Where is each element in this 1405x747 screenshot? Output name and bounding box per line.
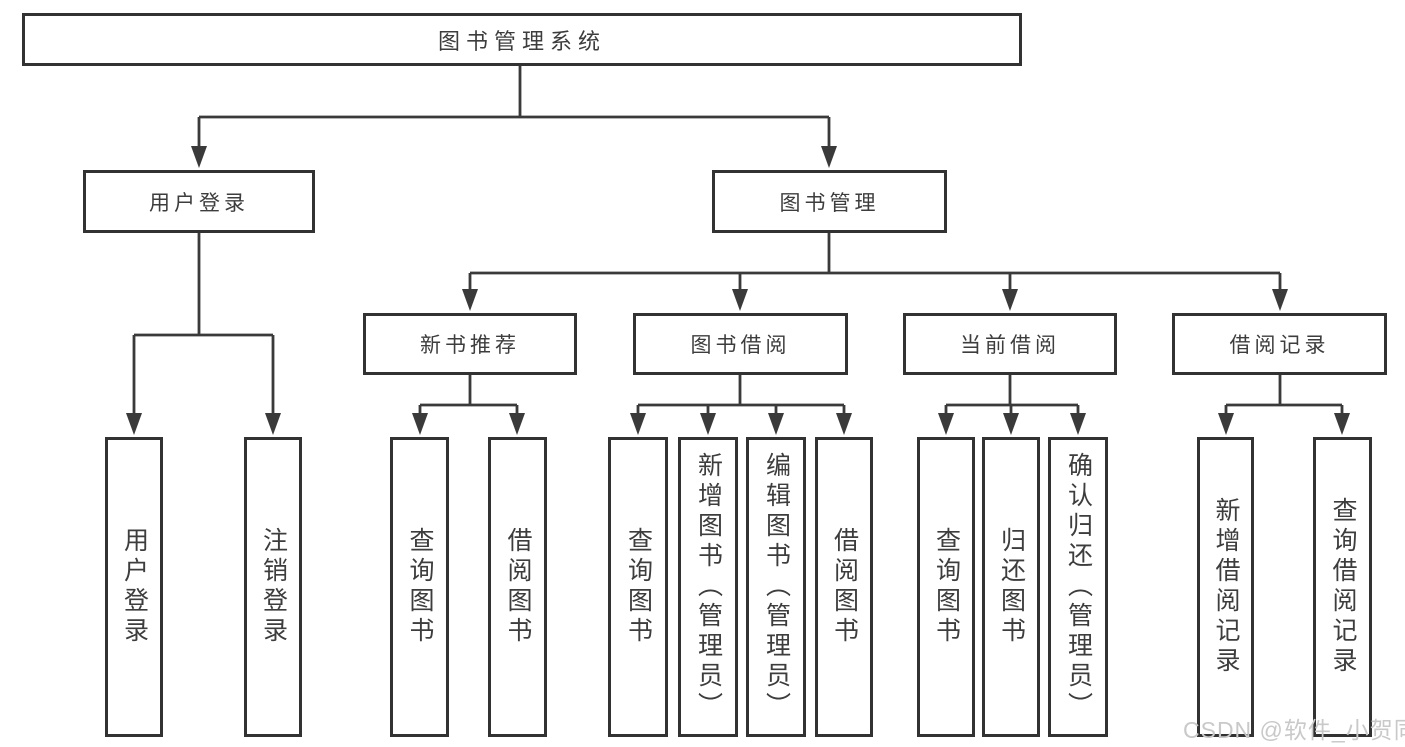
- node-book-borrowing: 图书借阅: [633, 313, 848, 375]
- leaf-edit-books-admin: 编辑图书（管理员）: [746, 437, 806, 737]
- leaf-add-borrow-record: 新增借阅记录: [1197, 437, 1254, 737]
- leaf-logout-login-label: 注销登录: [259, 527, 288, 647]
- leaf-query-books-current-label: 查询图书: [932, 527, 961, 647]
- leaf-user-login: 用户登录: [105, 437, 163, 737]
- node-borrowing-records-label: 借阅记录: [1229, 334, 1330, 357]
- leaf-borrow-books-recommend: 借阅图书: [488, 437, 547, 737]
- leaf-query-books-borrow-label: 查询图书: [624, 527, 653, 647]
- node-library-system-label: 图书管理系统: [437, 28, 606, 54]
- leaf-borrow-books-borrow: 借阅图书: [815, 437, 873, 737]
- node-current-borrowing-label: 当前借阅: [960, 334, 1060, 357]
- node-new-book-recommendation: 新书推荐: [363, 313, 577, 375]
- leaf-query-books-recommend-label: 查询图书: [406, 527, 434, 647]
- leaf-add-books-admin: 新增图书（管理员）: [678, 437, 738, 737]
- watermark-text: CSDN @软件_小贺同学: [1183, 717, 1405, 743]
- node-book-management-label: 图书管理: [779, 191, 880, 215]
- leaf-confirm-return-admin-label: 确认归还（管理员）: [1064, 452, 1093, 722]
- leaf-return-books: 归还图书: [982, 437, 1040, 737]
- arrowheads: [126, 146, 1350, 435]
- leaf-logout-login: 注销登录: [244, 437, 302, 737]
- node-current-borrowing: 当前借阅: [903, 313, 1117, 375]
- node-borrowing-records: 借阅记录: [1172, 313, 1387, 375]
- leaf-query-books-borrow: 查询图书: [608, 437, 668, 737]
- node-new-book-recommendation-label: 新书推荐: [420, 334, 520, 357]
- node-library-system: 图书管理系统: [22, 13, 1022, 66]
- leaf-borrow-books-borrow-label: 借阅图书: [830, 527, 859, 647]
- leaf-query-books-current: 查询图书: [917, 437, 975, 737]
- leaf-query-borrow-record-label: 查询借阅记录: [1329, 497, 1357, 677]
- node-user-login: 用户登录: [83, 170, 315, 233]
- leaf-add-borrow-record-label: 新增借阅记录: [1212, 497, 1240, 677]
- node-user-login-label: 用户登录: [149, 191, 249, 215]
- leaf-query-books-recommend: 查询图书: [390, 437, 449, 737]
- leaf-add-books-admin-label: 新增图书（管理员）: [694, 452, 723, 722]
- leaf-query-borrow-record: 查询借阅记录: [1313, 437, 1372, 737]
- leaf-edit-books-admin-label: 编辑图书（管理员）: [762, 452, 791, 722]
- node-book-management: 图书管理: [712, 170, 947, 233]
- node-book-borrowing-label: 图书借阅: [690, 334, 791, 357]
- leaf-borrow-books-recommend-label: 借阅图书: [504, 527, 532, 647]
- leaf-user-login-label: 用户登录: [120, 527, 149, 647]
- leaf-return-books-label: 归还图书: [997, 527, 1026, 647]
- leaf-confirm-return-admin: 确认归还（管理员）: [1048, 437, 1108, 737]
